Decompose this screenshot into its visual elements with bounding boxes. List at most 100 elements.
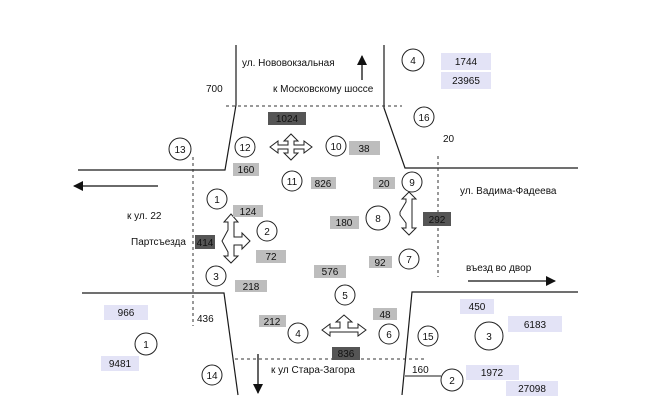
flow-label: 38	[358, 144, 370, 155]
node-circle	[365, 205, 391, 231]
side-box	[104, 305, 148, 320]
street-entry-yard: въезд во двор	[466, 263, 532, 274]
turn-arrow-top	[269, 133, 313, 161]
node-circle	[398, 248, 420, 270]
node-circle	[281, 170, 303, 192]
flow-box	[373, 308, 397, 320]
node-label: 11	[287, 177, 298, 188]
node-circle	[256, 220, 278, 242]
flow-box	[369, 256, 392, 268]
turn-arrow-left	[221, 213, 251, 264]
node-circle	[440, 368, 464, 392]
node-label: 7	[406, 255, 412, 266]
turn-arrow-bottom	[321, 314, 367, 337]
node-label: 2	[264, 227, 270, 238]
road-edge-bottom-right	[401, 291, 578, 396]
node-circle	[401, 48, 425, 72]
road-edge-bottom-left	[82, 292, 239, 396]
street-to-22: к ул. 22	[127, 211, 162, 222]
side-label: 1744	[455, 57, 478, 68]
side-label: 966	[118, 308, 135, 319]
turn-arrow-right	[399, 191, 418, 236]
flow-labels: 1024 38 160 826 20 124 180 292 414 72 92…	[197, 114, 446, 360]
side-label: 23965	[452, 76, 480, 87]
flow-box	[332, 347, 360, 360]
flow-box	[233, 205, 263, 217]
side-label: 6183	[524, 320, 547, 331]
node-labels: 1 2 3 4 6 7 8 9 10 11 12 13 14 15 16 5 1…	[143, 56, 492, 387]
node-label: 13	[174, 145, 186, 156]
node-label: 2	[449, 376, 455, 387]
node-label: 14	[206, 371, 218, 382]
node-circle	[413, 106, 435, 128]
node-circle	[168, 137, 192, 161]
flow-label: 124	[240, 207, 257, 218]
flow-label: 160	[238, 165, 255, 176]
side-box	[460, 299, 494, 314]
flow-label: 414	[197, 238, 214, 249]
distance-bottom: 160	[412, 365, 429, 376]
node-label: 9	[409, 178, 415, 189]
node-circle	[287, 322, 309, 344]
street-labels: ул. Нововокзальная к Московскому шоссе у…	[127, 58, 557, 376]
distance-left: 436	[197, 314, 214, 325]
flow-label: 292	[429, 215, 446, 226]
distance-labels: 700 20 436 160	[197, 84, 455, 376]
flow-box	[259, 315, 286, 327]
flow-box	[195, 235, 215, 249]
side-box	[466, 365, 519, 380]
node-circle	[401, 171, 423, 193]
street-partsyezda: Партсъезда	[131, 237, 186, 248]
side-box	[508, 316, 562, 332]
node-circle	[134, 332, 158, 356]
node-label: 5	[342, 291, 348, 302]
node-label: 16	[418, 113, 430, 124]
flow-box	[423, 212, 451, 226]
flow-boxes-light	[233, 141, 397, 327]
node-label: 10	[330, 142, 342, 153]
street-stara-zagora: к ул Стара-Загора	[271, 365, 355, 376]
node-label: 12	[239, 143, 251, 154]
flow-box	[373, 177, 395, 189]
flow-label: 180	[336, 218, 353, 229]
street-novovokzalnaya: ул. Нововокзальная	[242, 58, 335, 69]
node-circle	[201, 364, 223, 386]
side-box	[441, 53, 491, 70]
side-box	[506, 381, 558, 396]
road-edges	[78, 45, 578, 396]
distance-right: 20	[443, 134, 455, 145]
node-circle	[417, 325, 439, 347]
flow-box	[233, 163, 259, 176]
node-label: 3	[486, 332, 492, 343]
flow-box	[330, 216, 359, 229]
flow-label: 48	[379, 310, 391, 321]
flow-label: 836	[338, 349, 355, 360]
flow-label: 20	[378, 179, 390, 190]
side-label: 450	[469, 302, 486, 313]
street-vadima-fadeeva: ул. Вадима-Фадеева	[460, 186, 557, 197]
node-circle	[325, 135, 347, 157]
node-circle	[206, 188, 228, 210]
road-edge-top-right	[383, 45, 578, 169]
flow-boxes-dark	[195, 112, 451, 360]
direction-arrows	[73, 55, 556, 394]
node-circle	[205, 265, 227, 287]
node-label: 8	[375, 214, 381, 225]
node-label: 3	[213, 272, 219, 283]
side-label: 1972	[481, 368, 504, 379]
side-labels: 1744 23965 966 9481 450 6183 1972 27098	[109, 57, 547, 395]
flow-label: 92	[374, 258, 386, 269]
flow-box	[268, 112, 306, 125]
flow-label: 72	[265, 252, 277, 263]
road-edge-top-left	[78, 45, 237, 171]
flow-box	[235, 280, 267, 292]
flow-box	[256, 250, 286, 263]
node-label: 4	[410, 56, 416, 67]
side-label: 9481	[109, 359, 132, 370]
flow-label: 576	[322, 267, 339, 278]
flow-box	[311, 177, 336, 189]
side-box	[441, 72, 491, 89]
node-label: 1	[143, 340, 149, 351]
node-circle	[234, 136, 256, 158]
